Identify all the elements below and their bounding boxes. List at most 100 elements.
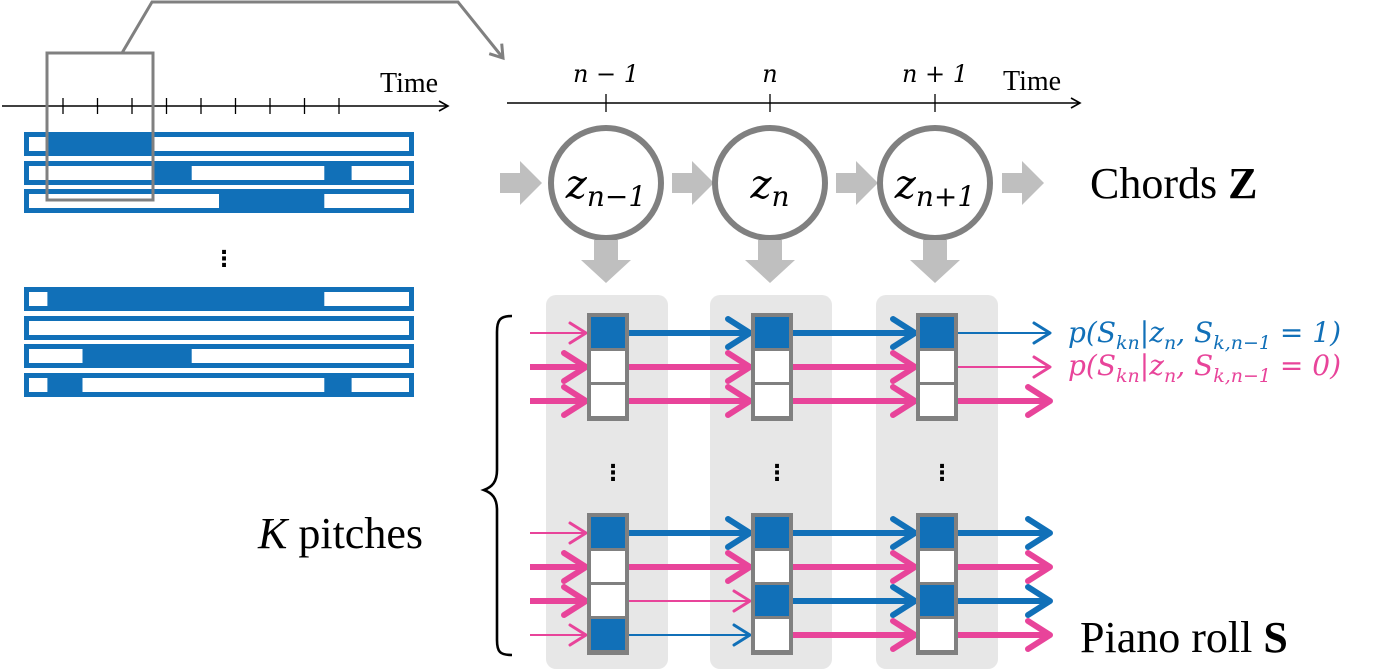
off-transition-arrow [955, 550, 1053, 584]
arrow-head [890, 516, 918, 550]
note-segment [47, 373, 83, 397]
piano-roll-row [24, 161, 414, 185]
transition-arrows [530, 316, 1053, 652]
chord-node: zn+1 [877, 125, 993, 241]
chord-circle [877, 125, 993, 241]
arrow-head [1032, 321, 1052, 345]
transition-arrow-icon [500, 161, 542, 205]
transition-arrow-icon [836, 161, 878, 205]
cell-inactive [591, 385, 625, 416]
off-transition-arrow [955, 618, 1053, 652]
note-segment [47, 132, 153, 156]
piano-roll-row [24, 373, 414, 397]
off-transition-arrow [790, 350, 918, 384]
cell-active [591, 317, 625, 348]
off-transition-arrow [530, 521, 588, 545]
zoom-connector-arrow [120, 0, 505, 61]
arrow-head [1025, 516, 1053, 550]
cell-active [920, 517, 954, 548]
legend-item-blue: p(Skn|zn, Sk,n−1 = 1) [1068, 316, 1341, 354]
arrow-head [561, 384, 589, 418]
on-transition-arrow [790, 316, 918, 350]
on-transition-arrow [626, 516, 753, 550]
input-piano-roll: Time ⋮ [2, 0, 505, 397]
arrow-head [890, 618, 918, 652]
arrow-head [568, 623, 588, 647]
cell-inactive [591, 351, 625, 382]
arrow-head [725, 316, 753, 350]
off-transition-arrow [790, 384, 918, 418]
arrow-head [725, 350, 753, 384]
cell-active [755, 317, 789, 348]
chord-circle [548, 125, 664, 241]
chord-chain: zn−1 zn zn+1 [500, 125, 1044, 283]
on-transition-arrow [790, 516, 918, 550]
note-segment [82, 344, 192, 368]
off-transition-arrow [530, 384, 589, 418]
note-segment [324, 161, 352, 185]
cell-inactive [920, 551, 954, 582]
note-segment [219, 189, 325, 213]
selection-window [45, 51, 155, 202]
off-transition-arrow [530, 550, 589, 584]
chord-node-label: zn−1 [565, 162, 646, 213]
arrow-head [568, 321, 588, 345]
arrow-head [725, 516, 753, 550]
emission-arrow-icon [910, 240, 960, 283]
off-transition-arrow [790, 550, 918, 584]
arrow-head [1025, 550, 1053, 584]
off-transition-arrow [626, 550, 753, 584]
column-ellipsis: ⋮ [602, 461, 624, 486]
arrow-head [1025, 618, 1053, 652]
cell-inactive [591, 551, 625, 582]
arrow-head [561, 584, 589, 618]
cell-active [591, 619, 625, 650]
off-transition-arrow [955, 384, 1053, 418]
off-transition-arrow [626, 589, 752, 613]
right-time-label: Time [1003, 66, 1061, 97]
left-time-label: Time [380, 68, 438, 99]
on-transition-arrow [626, 316, 753, 350]
left-piano-roll-rows [24, 132, 414, 397]
piano-roll-label: Piano roll S [1080, 613, 1288, 662]
left-ellipsis: ⋮ [213, 247, 235, 272]
cell-active [755, 517, 789, 548]
arrow-head [1032, 355, 1052, 379]
emission-arrow-icon [581, 240, 631, 283]
cell-inactive [920, 351, 954, 382]
off-transition-arrow [530, 350, 589, 384]
chords-label: Chords Z [1090, 159, 1257, 208]
arrow-head [568, 521, 588, 545]
arrow-head [561, 350, 589, 384]
on-transition-arrow [955, 516, 1053, 550]
cell-inactive [920, 385, 954, 416]
on-transition-arrow [790, 584, 918, 618]
arrow-head [1025, 584, 1053, 618]
chord-node: zn [712, 125, 828, 241]
off-transition-arrow [626, 384, 753, 418]
row-inner [29, 378, 409, 392]
off-transition-arrow [955, 355, 1052, 379]
legend: p(Skn|zn, Sk,n−1 = 1)p(Skn|zn, Sk,n−1 = … [1068, 316, 1341, 387]
k-pitches-label: K pitches [257, 509, 423, 558]
on-transition-arrow [955, 321, 1052, 345]
cell-active [920, 585, 954, 616]
emission-arrow-icon [745, 240, 795, 283]
off-transition-arrow [790, 618, 918, 652]
arrow-head [890, 316, 918, 350]
arrow-head [561, 550, 589, 584]
column-ellipsis: ⋮ [931, 461, 953, 486]
off-transition-arrow [626, 350, 753, 384]
off-transition-arrow [530, 584, 589, 618]
note-segment [152, 161, 192, 185]
arrow-head [890, 384, 918, 418]
cell-active [591, 517, 625, 548]
cell-inactive [755, 551, 789, 582]
time-tick-label: n [762, 60, 777, 88]
arrow-head [890, 584, 918, 618]
arrow-head [725, 550, 753, 584]
cell-active [755, 585, 789, 616]
piano-roll-row [24, 344, 414, 368]
